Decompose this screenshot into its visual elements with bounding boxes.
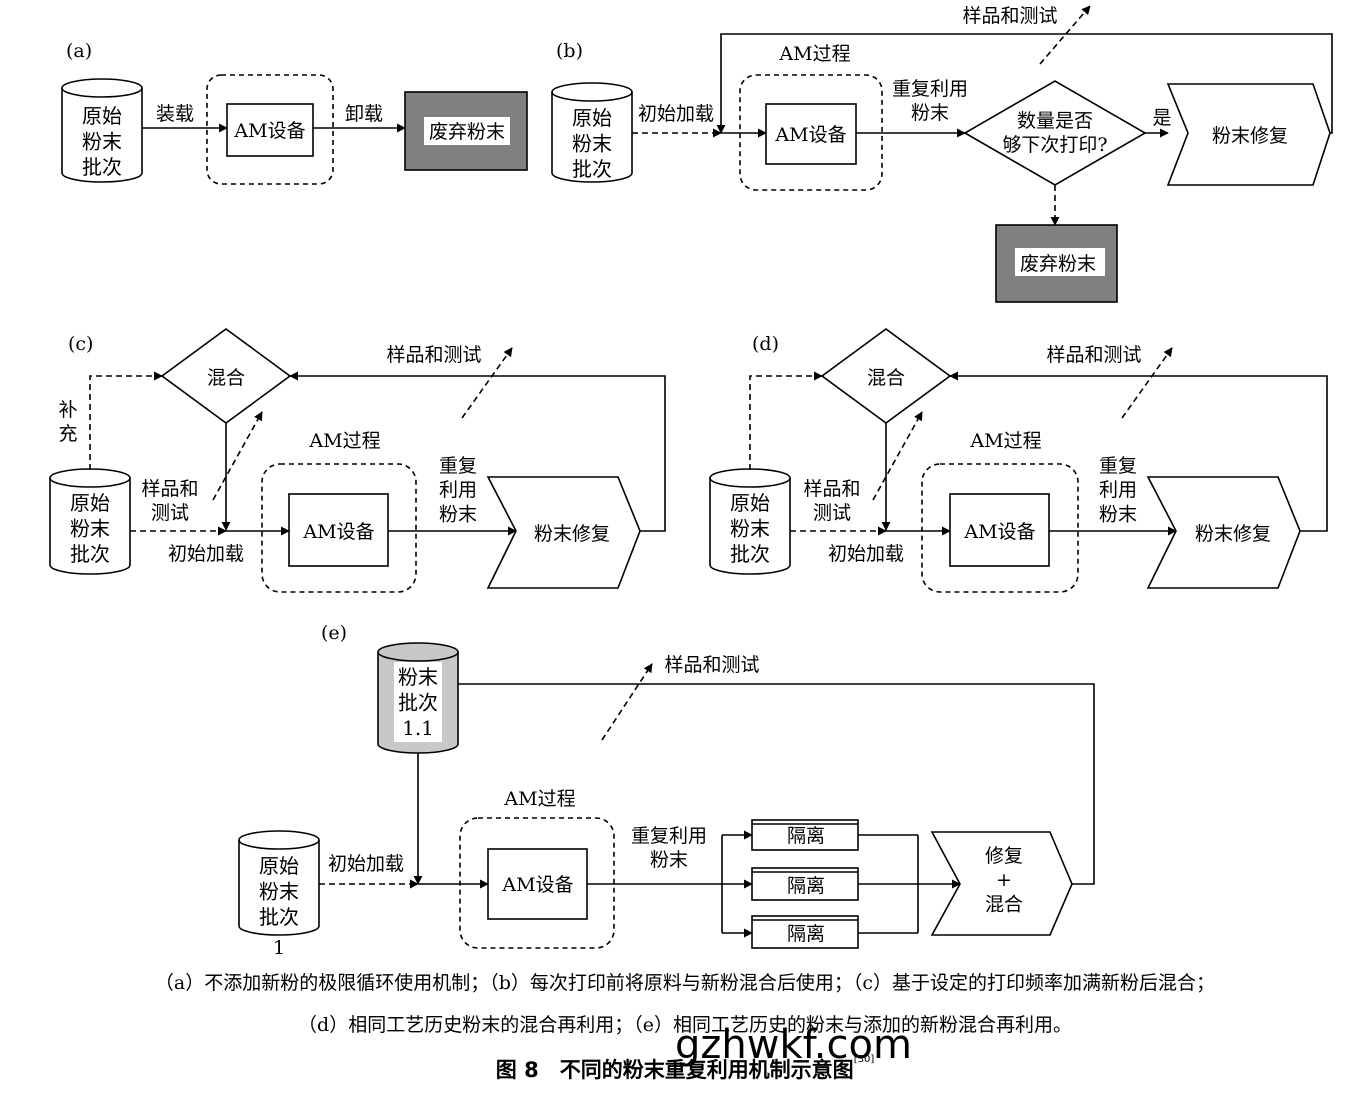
figure-title: 图 8 不同的粉末重复利用机制示意图[30] xyxy=(0,1054,1370,1084)
process-label-d: AM过程 xyxy=(969,430,1041,452)
waste-label-a: 废弃粉末 xyxy=(429,121,505,143)
initial-load-label-d: 初始加载 xyxy=(828,543,904,565)
figure-title-text: 图 8 不同的粉末重复利用机制示意图 xyxy=(495,1058,854,1082)
decision-label-b: 数量是否够下次打印? xyxy=(1002,110,1107,156)
cylinder-number-e: 1 xyxy=(273,937,285,959)
cylinder-e xyxy=(238,840,320,936)
am-process-a xyxy=(206,74,334,185)
decision-diamond-b xyxy=(963,80,1147,186)
isolate-label-1: 隔离 xyxy=(787,825,825,847)
reuse-label-b: 重复利用粉末 xyxy=(892,78,968,124)
isolate-label-2: 隔离 xyxy=(787,875,825,897)
initial-load-label-e: 初始加载 xyxy=(328,853,404,875)
cylinder-label-b: 原始粉末批次 xyxy=(572,106,612,181)
initial-load-label-c: 初始加载 xyxy=(168,543,244,565)
samples-label-e: 样品和测试 xyxy=(664,654,759,676)
panel-e xyxy=(238,642,1095,949)
cylinder-a xyxy=(61,88,143,183)
isolate-label-3: 隔离 xyxy=(787,923,825,945)
process-label-c: AM过程 xyxy=(308,430,380,452)
cylinder-label-d: 原始粉末批次 xyxy=(730,491,770,566)
machine-label-e: AM设备 xyxy=(501,874,573,896)
cylinder-label-a: 原始粉末批次 xyxy=(82,104,122,179)
reuse-label-c: 重复利用粉末 xyxy=(439,455,477,525)
repair-mix-label-e: 修复+混合 xyxy=(985,845,1023,915)
panel-c xyxy=(49,328,666,593)
flow-diagram: (a) 原始粉末批次 装载 AM设备 卸载 废弃粉末 (b) 原始粉末批次 初始… xyxy=(49,5,1333,959)
panel-d xyxy=(709,328,1328,593)
caption-line-1: （a）不添加新粉的极限循环使用机制；（b）每次打印前将原料与新粉混合后使用；（c… xyxy=(154,972,1216,994)
samples-label-b: 样品和测试 xyxy=(962,5,1057,27)
repair-label-b: 粉末修复 xyxy=(1212,125,1288,147)
am-process-d xyxy=(921,463,1079,593)
unload-label-a: 卸载 xyxy=(345,103,383,125)
process-label-b: AM过程 xyxy=(778,43,850,65)
load-label-a: 装载 xyxy=(156,103,194,125)
repair-chevron-b xyxy=(1166,83,1331,186)
cylinder-label-c: 原始粉末批次 xyxy=(70,491,110,566)
machine-label-d: AM设备 xyxy=(963,521,1035,543)
samples-top-label-d: 样品和测试 xyxy=(1046,344,1141,366)
watermark: gzhwkf.com xyxy=(675,1022,912,1068)
cylinder-c xyxy=(49,478,131,575)
reuse-label-e: 重复利用粉末 xyxy=(631,825,707,871)
process-label-e: AM过程 xyxy=(503,788,575,810)
repair-label-c: 粉末修复 xyxy=(534,523,610,545)
reuse-label-d: 重复利用粉末 xyxy=(1099,455,1137,525)
panel-label-b: (b) xyxy=(556,40,583,62)
waste-label-b: 废弃粉末 xyxy=(1020,253,1096,275)
panel-label-c: (c) xyxy=(68,333,93,355)
am-process-b xyxy=(739,74,883,191)
samples-mid-label-c: 样品和测试 xyxy=(141,478,198,524)
panel-b xyxy=(551,5,1333,303)
cylinder-b xyxy=(551,92,633,183)
repair-label-d: 粉末修复 xyxy=(1195,523,1271,545)
cylinder-label-e: 原始粉末批次 xyxy=(259,854,299,929)
mix-label-c: 混合 xyxy=(207,367,245,389)
caption-line-2: （d）相同工艺历史粉末的混合再利用；（e）相同工艺历史的粉末与添加的新粉混合再利… xyxy=(298,1014,1072,1036)
panel-label-d: (d) xyxy=(752,333,779,355)
panel-label-e: (e) xyxy=(321,622,347,644)
machine-label-b: AM设备 xyxy=(774,124,846,146)
machine-label-c: AM设备 xyxy=(302,521,374,543)
initial-load-label-b: 初始加载 xyxy=(638,103,714,125)
mix-label-d: 混合 xyxy=(867,367,905,389)
figure-reference: [30] xyxy=(853,1054,875,1065)
cylinder-d xyxy=(709,478,791,575)
supplement-label-c: 补充 xyxy=(58,399,77,445)
am-process-e xyxy=(459,817,615,949)
panel-label-a: (a) xyxy=(66,40,92,62)
am-process-c xyxy=(261,463,417,593)
samples-mid-label-d: 样品和测试 xyxy=(803,478,860,524)
yes-label-b: 是 xyxy=(1152,107,1171,129)
samples-top-label-c: 样品和测试 xyxy=(386,344,481,366)
machine-label-a: AM设备 xyxy=(233,120,305,142)
